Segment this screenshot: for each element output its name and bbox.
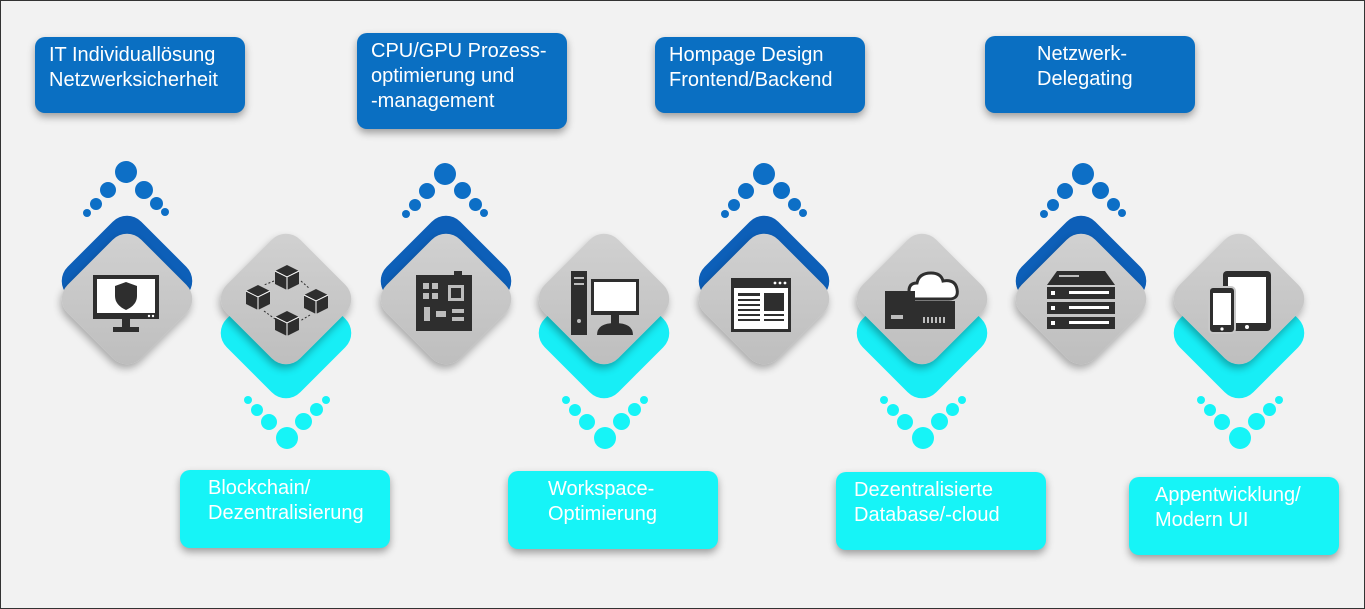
circuit-board-icon [416,271,472,331]
label-it-security: IT Individuallösung Netzwerksicherheit [35,37,245,113]
monitor-shield-icon [93,275,159,332]
webpage-icon [731,278,791,332]
label-workspace: Workspace- Optimierung [508,471,718,549]
label-network-delegating: Netzwerk- Delegating [985,36,1195,113]
server-rack-icon [1047,271,1115,329]
blockchain-cubes-icon [245,265,329,336]
label-database-cloud: Dezentralisierte Database/-cloud [836,472,1046,550]
label-blockchain: Blockchain/ Dezentralisierung [180,470,390,548]
mobile-tablet-icon [1208,271,1271,334]
label-app-development: Appentwicklung/ Modern UI [1129,477,1339,555]
desktop-workstation-icon [571,271,639,335]
label-homepage-design: Hompage Design Frontend/Backend [655,37,865,113]
cloud-server-icon [885,271,959,329]
label-cpu-gpu: CPU/GPU Prozess- optimierung und -manage… [357,33,567,129]
